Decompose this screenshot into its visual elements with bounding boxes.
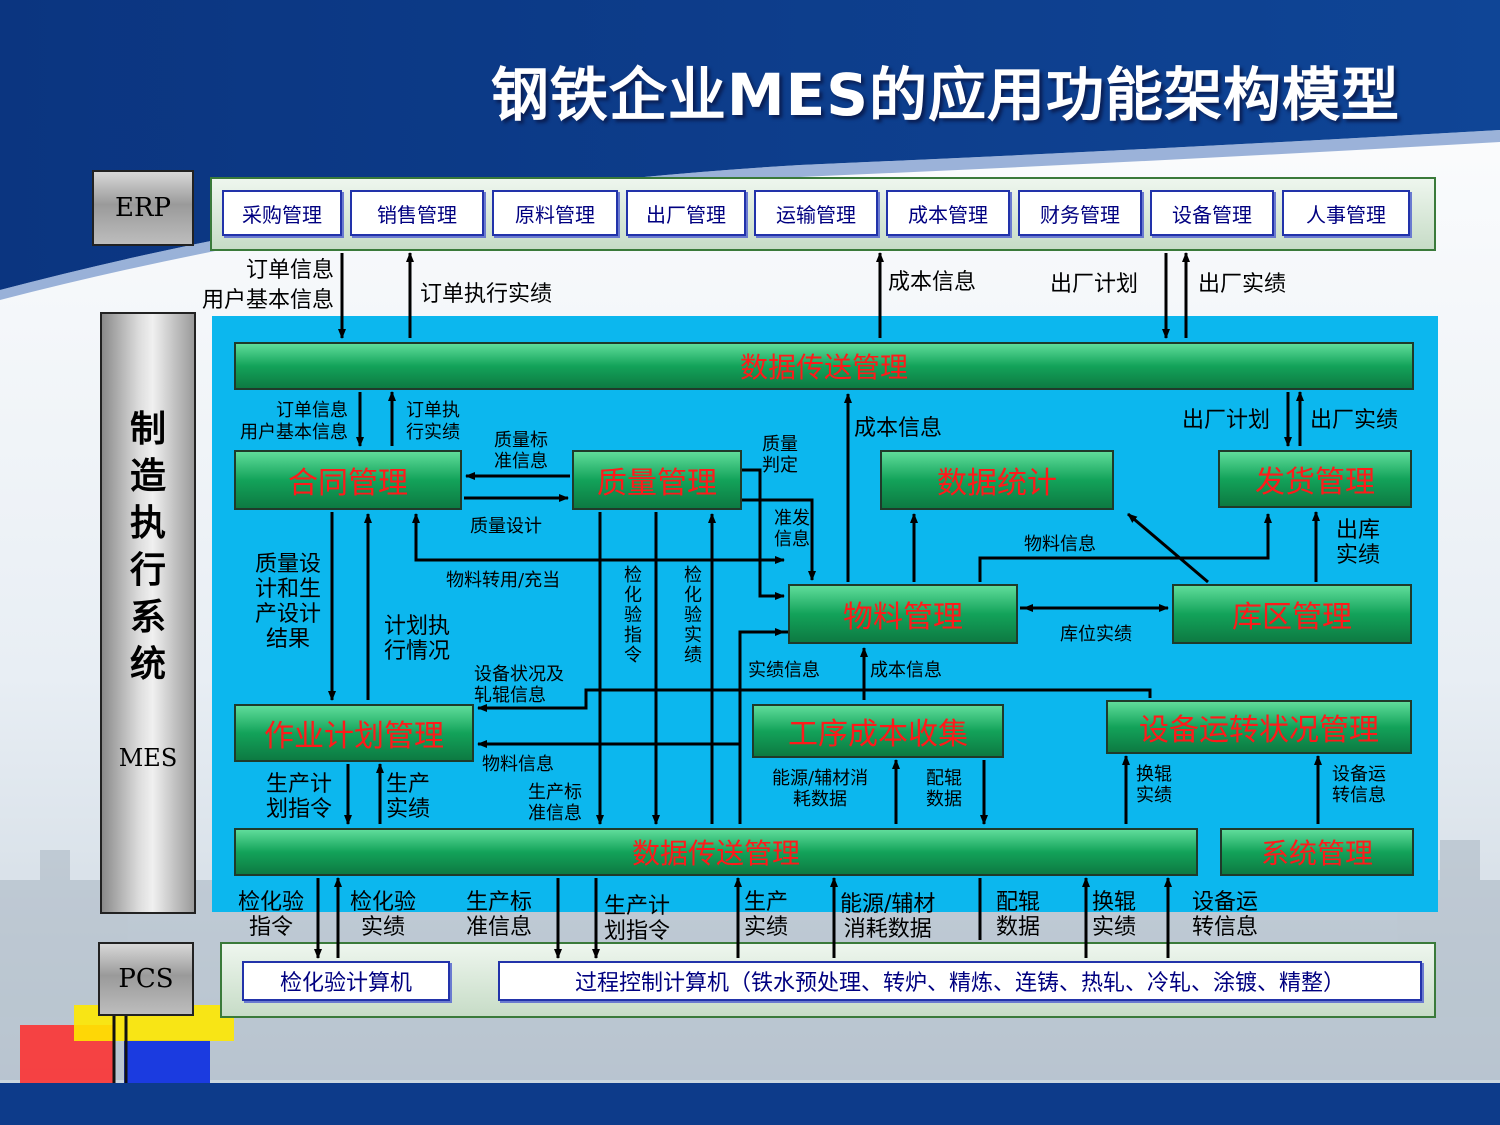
data-transfer-top[interactable]: 数据传送管理 xyxy=(234,342,1414,390)
label-erp-ship-plan: 出厂计划 xyxy=(1050,272,1139,297)
label-equipment-info: 设备运 转信息 xyxy=(1332,764,1386,806)
label-roll-data: 配辊 数据 xyxy=(926,768,962,810)
label-ship-actual: 出厂实绩 xyxy=(1310,408,1399,433)
label-equipment-roll: 设备状况及 轧辊信息 xyxy=(474,664,564,706)
mes-layer-label: 制造执行系统 MES xyxy=(100,312,196,914)
shipping-management[interactable]: 发货管理 xyxy=(1218,450,1412,508)
label-ship-plan: 出厂计划 xyxy=(1182,408,1271,433)
label-order-info: 订单信息 用户基本信息 xyxy=(240,400,348,443)
label-design-result: 质量设 计和生 产设计 结果 xyxy=(254,552,321,652)
label-b-production-command: 生产计 划指令 xyxy=(604,894,671,944)
arrow-quality-judge xyxy=(742,468,785,600)
arrow-mat-ship xyxy=(978,513,1272,582)
pcs-label: PCS xyxy=(98,942,194,1016)
erp-label: ERP xyxy=(92,170,194,246)
erp-module[interactable]: 出厂管理 xyxy=(626,190,746,236)
label-order-result: 订单执 行实绩 xyxy=(406,400,460,443)
erp-module[interactable]: 成本管理 xyxy=(886,190,1010,236)
label-roll-change: 换辊 实绩 xyxy=(1136,764,1172,806)
label-material-info: 物料信息 xyxy=(1024,534,1096,555)
label-b-equipment-info: 设备运 转信息 xyxy=(1192,890,1259,940)
pcs-module-inspection[interactable]: 检化验计算机 xyxy=(242,961,450,1001)
label-quality-design: 质量设计 xyxy=(470,516,542,537)
label-inspection-result: 检 化 验 实 绩 xyxy=(684,565,702,666)
system-management[interactable]: 系统管理 xyxy=(1220,828,1414,876)
label-erp-order-result: 订单执行实绩 xyxy=(420,282,553,307)
label-energy-data: 能源/辅材消 耗数据 xyxy=(772,768,869,810)
label-production-result: 生产 实绩 xyxy=(386,772,431,822)
label-erp-order-info: 订单信息 用户基本信息 xyxy=(201,258,334,313)
process-cost-collection[interactable]: 工序成本收集 xyxy=(752,704,1004,758)
label-material-info-2: 物料信息 xyxy=(482,754,554,775)
arrow-storage-stat xyxy=(1127,512,1209,584)
label-b-energy-data: 能源/辅材 消耗数据 xyxy=(840,892,936,942)
label-b-production-std: 生产标 准信息 xyxy=(466,890,533,940)
erp-module[interactable]: 人事管理 xyxy=(1282,190,1410,236)
data-statistics[interactable]: 数据统计 xyxy=(880,450,1114,510)
erp-module[interactable]: 销售管理 xyxy=(350,190,484,236)
label-material-conversion: 物料转用/充当 xyxy=(446,570,561,591)
material-management[interactable]: 物料管理 xyxy=(788,584,1018,644)
arrow-mat-conv-left xyxy=(412,513,784,562)
label-location-result: 库位实绩 xyxy=(1060,624,1132,645)
label-result-info: 实绩信息 xyxy=(748,660,820,681)
label-quality-judge: 质量 判定 xyxy=(762,434,798,476)
label-erp-cost: 成本信息 xyxy=(888,270,977,295)
pcs-module-process-control[interactable]: 过程控制计算机（铁水预处理、转炉、精炼、连铸、热轧、冷轧、涂镀、精整） xyxy=(498,961,1422,1001)
arrow-equip-roll xyxy=(477,688,1152,712)
mes-chinese-label: 制造执行系统 xyxy=(129,408,166,685)
label-production-std: 生产标 准信息 xyxy=(528,782,582,824)
page-title: 钢铁企业MES的应用功能架构模型 xyxy=(490,61,1400,129)
equipment-status-management[interactable]: 设备运转状况管理 xyxy=(1106,700,1412,754)
mes-label: MES xyxy=(118,744,178,772)
label-b-roll-data: 配辊 数据 xyxy=(996,890,1041,940)
label-b-inspection-command: 检化验 指令 xyxy=(238,890,305,940)
label-plan-execution: 计划执 行情况 xyxy=(384,614,451,664)
data-transfer-bottom[interactable]: 数据传送管理 xyxy=(234,828,1198,876)
erp-module[interactable]: 原料管理 xyxy=(492,190,618,236)
label-erp-ship-actual: 出厂实绩 xyxy=(1198,272,1287,297)
erp-module[interactable]: 设备管理 xyxy=(1150,190,1274,236)
contract-management[interactable]: 合同管理 xyxy=(234,450,462,510)
label-outstock: 出库 实绩 xyxy=(1336,518,1381,568)
arrow-mat-info-plan xyxy=(477,630,788,748)
label-b-production-result: 生产 实绩 xyxy=(744,890,789,940)
arrow-release-info xyxy=(742,498,816,581)
work-plan-management[interactable]: 作业计划管理 xyxy=(234,704,474,762)
storage-area-management[interactable]: 库区管理 xyxy=(1172,584,1412,644)
label-release-info: 准发 信息 xyxy=(774,508,810,550)
erp-module[interactable]: 采购管理 xyxy=(222,190,342,236)
quality-management[interactable]: 质量管理 xyxy=(572,450,742,510)
label-cost-info: 成本信息 xyxy=(854,416,943,441)
label-production-command: 生产计 划指令 xyxy=(266,772,333,822)
label-inspection-command: 检 化 验 指 令 xyxy=(624,565,642,666)
label-cost-info-2: 成本信息 xyxy=(870,660,942,681)
label-quality-std: 质量标 准信息 xyxy=(494,430,548,472)
erp-module[interactable]: 财务管理 xyxy=(1018,190,1142,236)
label-b-inspection-result: 检化验 实绩 xyxy=(350,890,417,940)
erp-module[interactable]: 运输管理 xyxy=(754,190,878,236)
label-b-roll-change: 换辊 实绩 xyxy=(1092,890,1137,940)
